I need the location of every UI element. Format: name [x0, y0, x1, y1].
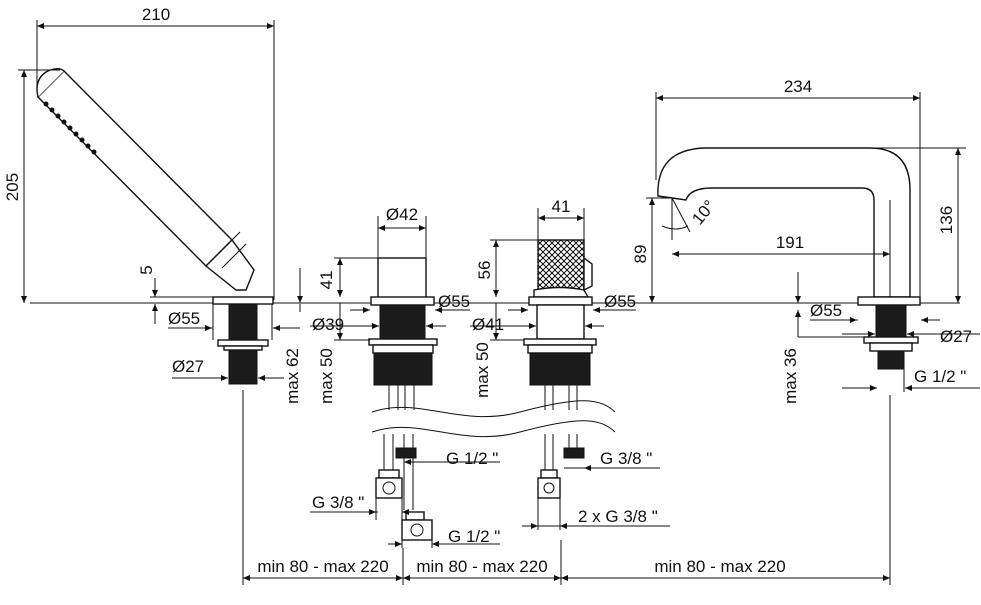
valve-outlet-small-label: G 3/8 " [312, 493, 364, 512]
spout-shank-label: Ø27 [940, 327, 972, 346]
hand-shower: 210 205 5 Ø55 Ø27 max 62 [3, 5, 303, 404]
handshower-flange-label: Ø55 [168, 309, 200, 328]
spout-length-label: 234 [784, 77, 812, 96]
handshower-shank-label: Ø27 [172, 357, 204, 376]
diverter-outlets-label: 2 x G 3/8 " [578, 507, 658, 526]
hand-shower-nut [217, 339, 269, 347]
spout-outlet-height-label: 89 [631, 245, 650, 264]
diverter-max-label: max 50 [473, 342, 492, 398]
spacing-label-3: min 80 - max 220 [654, 557, 785, 576]
valve-outlet-large-label: G 1/2 " [448, 527, 500, 546]
diverter-fitting [540, 469, 558, 479]
spout-height-label: 136 [937, 206, 956, 234]
diverter-shank [536, 304, 585, 340]
valve-fitting-large [405, 511, 425, 521]
spacing-label-2: min 80 - max 220 [416, 557, 547, 576]
diverter: 41 56 Ø55 Ø41 max 50 G 3/8 " 2 x G 3/8 " [470, 197, 670, 530]
valve-max-label: max 50 [317, 348, 336, 404]
spout-max-label: max 36 [781, 348, 800, 404]
hand-shower-shank [228, 303, 258, 341]
hand-shower-body [36, 68, 255, 291]
spout-flange-label: Ø55 [810, 301, 842, 320]
diverter-outlet-label: G 3/8 " [600, 449, 652, 468]
hand-shower-flange [212, 296, 274, 305]
spacing-dimensions: min 80 - max 220 min 80 - max 220 min 80… [242, 390, 891, 585]
spout-flange [857, 296, 921, 306]
break-line [371, 400, 616, 418]
mixer-valve: Ø42 41 Ø55 Ø39 max 50 G 1/2 " G 3/8 " [310, 205, 616, 548]
spout-angle-label: 10° [688, 197, 719, 229]
handshower-width-label: 210 [142, 5, 170, 24]
spout-reach-label: 191 [776, 233, 804, 252]
spout: 234 136 191 89 10° Ø55 Ø27 max 36 [631, 77, 980, 404]
handshower-height-label: 205 [3, 173, 22, 201]
diverter-shank-label: Ø41 [472, 315, 504, 334]
spout-body [657, 147, 911, 298]
valve-shank-label: Ø39 [312, 315, 344, 334]
valve-fitting-small [378, 469, 400, 479]
handshower-plate-label: 5 [137, 265, 156, 274]
handshower-max-label: max 62 [283, 348, 302, 404]
valve-height-label: 41 [317, 271, 336, 290]
spacing-label-1: min 80 - max 220 [257, 557, 388, 576]
diverter-flange-label: Ø55 [604, 292, 636, 311]
valve-cap [377, 257, 427, 299]
valve-flange [370, 296, 435, 306]
valve-shank [379, 304, 426, 340]
spout-shank [875, 304, 907, 338]
diverter-width-label: 41 [552, 197, 571, 216]
spout-thread-label: G 1/2 " [914, 367, 966, 386]
diverter-flange [528, 296, 593, 306]
diverter-height-label: 56 [475, 261, 494, 280]
valve-cap-label: Ø42 [386, 205, 418, 224]
valve-flange-label: Ø55 [438, 292, 470, 311]
valve-inlet-label: G 1/2 " [446, 449, 498, 468]
spray-nozzles [43, 101, 97, 155]
